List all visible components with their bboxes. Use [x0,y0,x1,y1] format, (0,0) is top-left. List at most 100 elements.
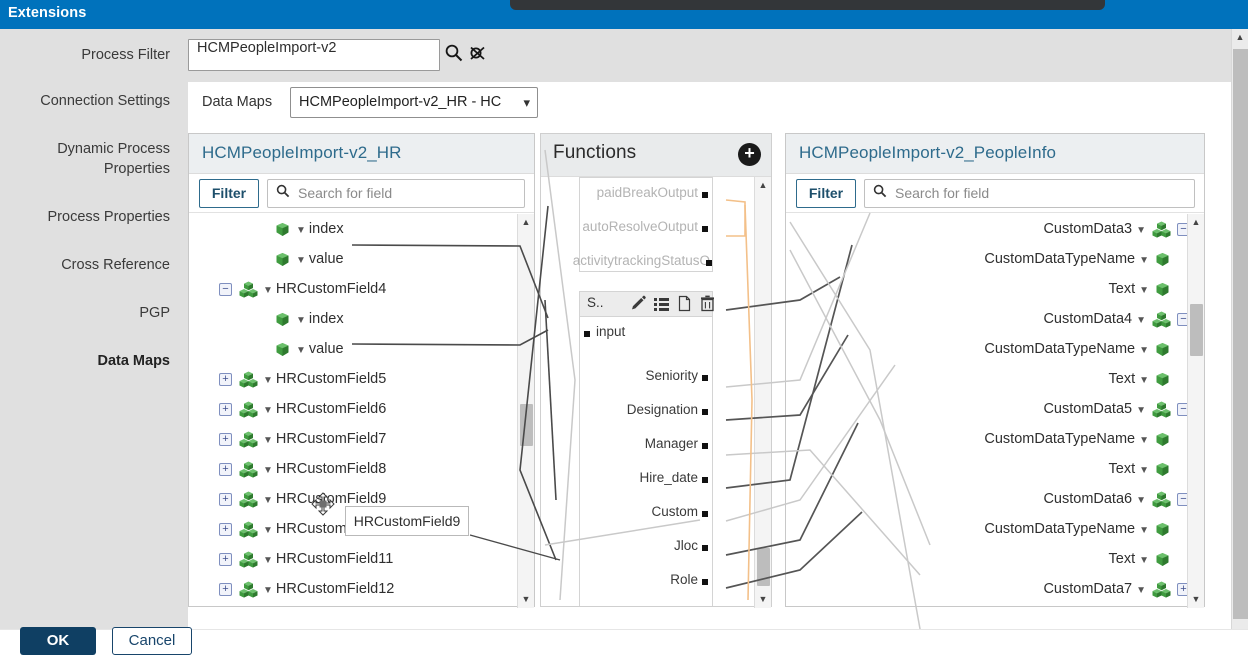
scroll-up-icon[interactable]: ▲ [1235,32,1245,42]
delete-icon[interactable] [699,295,717,313]
edit-icon[interactable] [630,295,648,313]
row-menu-caret-icon[interactable]: ▼ [1139,435,1149,447]
tree-toggle-expand-icon[interactable]: + [219,522,232,536]
source-tree-row[interactable]: +▼HRCustomField13 [189,604,534,606]
list-icon[interactable] [653,295,671,313]
source-tree-row[interactable]: +▼HRCustomField8 [189,454,534,484]
tree-toggle-expand-icon[interactable]: + [219,372,232,386]
port-connector[interactable] [702,226,708,232]
tree-toggle-expand-icon[interactable]: + [1177,582,1190,596]
source-tree-body[interactable]: ▼index▼value−▼HRCustomField4▼index▼value… [189,214,534,606]
tree-toggle-collapse-icon[interactable]: − [1177,402,1190,416]
target-tree-row[interactable]: Text▼ [786,364,1204,394]
source-tree-row[interactable]: ▼value [189,334,534,364]
row-menu-caret-icon[interactable]: ▼ [296,225,306,237]
port-connector[interactable] [702,375,708,381]
target-tree-row[interactable]: Text▼ [786,454,1204,484]
sidebar-item-data-maps[interactable]: Data Maps [97,353,170,369]
source-tree-scrollbar[interactable]: ▲ ▼ [517,214,534,608]
search-icon[interactable] [444,43,466,67]
row-menu-caret-icon[interactable]: ▼ [263,405,273,417]
port-connector[interactable] [706,260,712,266]
row-menu-caret-icon[interactable]: ▼ [1139,555,1149,567]
source-tree-row[interactable]: ▼index [189,214,534,244]
functions-canvas[interactable]: paidBreakOutput autoResolveOutput activi… [541,177,771,606]
scroll-up-icon[interactable]: ▲ [518,214,534,231]
ok-button[interactable]: OK [20,627,96,655]
scroll-up-icon[interactable]: ▲ [1188,214,1204,231]
row-menu-caret-icon[interactable]: ▼ [1139,375,1149,387]
sidebar-item-dynamic-process-properties-line2[interactable]: Properties [103,161,170,177]
clear-filter-icon[interactable] [467,43,489,67]
page-scrollbar[interactable]: ▲ ▼ [1231,29,1248,660]
row-menu-caret-icon[interactable]: ▼ [1139,525,1149,537]
row-menu-caret-icon[interactable]: ▼ [1136,225,1146,237]
tree-toggle-expand-icon[interactable]: + [219,552,232,566]
source-tree-row[interactable]: −▼HRCustomField4 [189,274,534,304]
tree-toggle-expand-icon[interactable]: + [219,432,232,446]
function-box-lower[interactable]: S.. input Seniority Designa [579,291,714,606]
target-tree-body[interactable]: CustomData3▼−CustomDataTypeName▼Text▼Cus… [786,214,1204,606]
row-menu-caret-icon[interactable]: ▼ [1136,495,1146,507]
port-connector[interactable] [702,579,708,585]
row-menu-caret-icon[interactable]: ▼ [1136,405,1146,417]
tree-toggle-expand-icon[interactable]: + [219,402,232,416]
row-menu-caret-icon[interactable]: ▼ [296,315,306,327]
sidebar-item-cross-reference[interactable]: Cross Reference [61,257,170,273]
scroll-down-icon[interactable]: ▼ [518,591,534,608]
scrollbar-thumb[interactable] [1233,49,1248,619]
row-menu-caret-icon[interactable]: ▼ [1139,255,1149,267]
source-tree-row[interactable]: +▼HRCustomField5 [189,364,534,394]
data-maps-select[interactable]: HCMPeopleImport-v2_HR - HC ▾ [290,87,538,118]
add-function-icon[interactable]: + [738,143,761,166]
source-search-input[interactable]: Search for field [267,179,525,208]
target-tree-row[interactable]: CustomData7▼+ [786,574,1204,604]
scrollbar-thumb[interactable] [757,548,770,586]
port-connector[interactable] [702,545,708,551]
row-menu-caret-icon[interactable]: ▼ [1136,585,1146,597]
row-menu-caret-icon[interactable]: ▼ [263,375,273,387]
source-tree-row[interactable]: +▼HRCustomField7 [189,424,534,454]
target-tree-row[interactable]: CustomData4▼− [786,304,1204,334]
target-tree-row[interactable]: Text▼ [786,274,1204,304]
row-menu-caret-icon[interactable]: ▼ [1139,465,1149,477]
target-tree-row[interactable]: CustomData6▼− [786,484,1204,514]
sidebar-item-connection-settings[interactable]: Connection Settings [40,93,170,109]
source-tree-row[interactable]: ▼index [189,304,534,334]
tree-toggle-expand-icon[interactable]: + [219,462,232,476]
tree-toggle-expand-icon[interactable]: + [219,492,232,506]
row-menu-caret-icon[interactable]: ▼ [296,345,306,357]
row-menu-caret-icon[interactable]: ▼ [1139,345,1149,357]
functions-scrollbar[interactable]: ▲ ▼ [754,177,771,608]
source-tree-row[interactable]: +▼HRCustomField9 [189,484,534,514]
target-tree-row[interactable]: CustomDataTypeName▼ [786,334,1204,364]
source-tree-row[interactable]: +▼HRCustomField6 [189,394,534,424]
row-menu-caret-icon[interactable]: ▼ [1139,285,1149,297]
target-tree-row[interactable]: Text▼ [786,544,1204,574]
target-tree-row[interactable]: CustomDataTypeName▼ [786,424,1204,454]
row-menu-caret-icon[interactable]: ▼ [263,495,273,507]
row-menu-caret-icon[interactable]: ▼ [263,465,273,477]
port-connector[interactable] [702,192,708,198]
function-box-upper[interactable]: paidBreakOutput autoResolveOutput activi… [573,177,713,272]
source-tree-row[interactable]: +▼HRCustomField12 [189,574,534,604]
target-filter-button[interactable]: Filter [796,179,856,208]
target-tree-scrollbar[interactable]: ▲ ▼ [1187,214,1204,608]
port-connector[interactable] [584,331,590,337]
process-filter-input[interactable]: HCMPeopleImport-v2 [188,39,440,71]
row-menu-caret-icon[interactable]: ▼ [263,525,273,537]
target-tree-row[interactable]: CustomDataTypeName▼ [786,244,1204,274]
sidebar-item-process-filter[interactable]: Process Filter [81,47,170,63]
row-menu-caret-icon[interactable]: ▼ [263,435,273,447]
row-menu-caret-icon[interactable]: ▼ [296,255,306,267]
scroll-down-icon[interactable]: ▼ [755,591,771,608]
scrollbar-thumb[interactable] [520,404,533,446]
row-menu-caret-icon[interactable]: ▼ [263,285,273,297]
target-search-input[interactable]: Search for field [864,179,1195,208]
scroll-up-icon[interactable]: ▲ [755,177,771,194]
sidebar-item-process-properties[interactable]: Process Properties [47,209,171,225]
row-menu-caret-icon[interactable]: ▼ [263,585,273,597]
copy-icon[interactable] [676,295,694,313]
scroll-down-icon[interactable]: ▼ [1188,591,1204,608]
row-menu-caret-icon[interactable]: ▼ [1136,315,1146,327]
